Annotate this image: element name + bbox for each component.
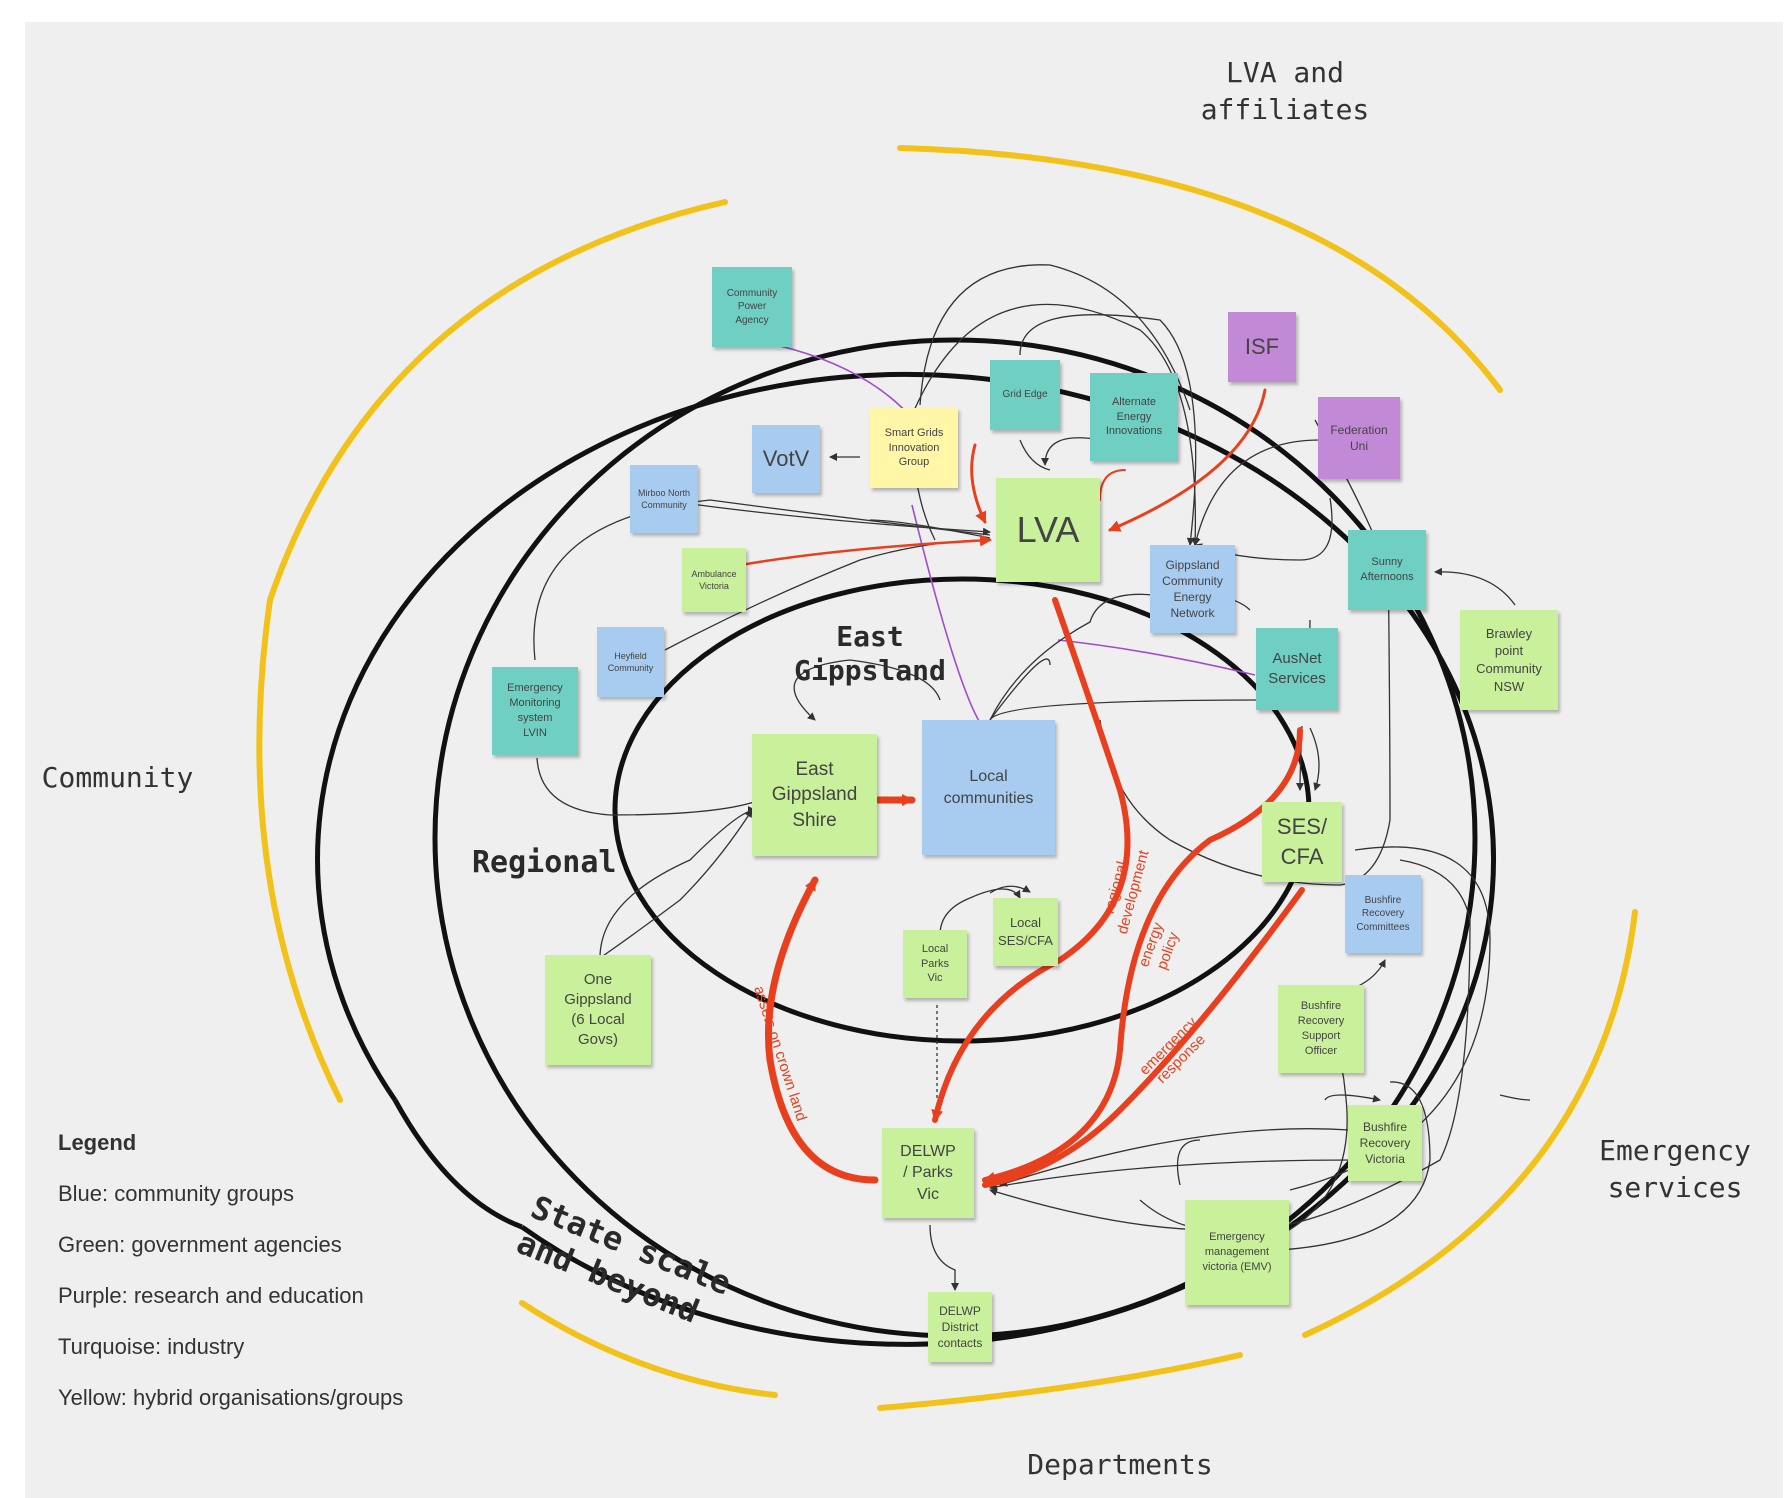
legend-title: Legend: [58, 1130, 137, 1155]
label-departments: Departments: [1027, 1448, 1213, 1481]
note-bushfire-committees: Bushfire Recovery Committees: [1345, 875, 1421, 953]
note-community-power-agency: Community Power Agency: [712, 267, 792, 347]
note-alternate-energy: Alternate Energy Innovations: [1090, 373, 1178, 461]
note-ausnet: AusNet Services: [1256, 628, 1338, 710]
note-local-communities: Local communities: [922, 720, 1055, 855]
note-mirboo-north: Mirboo North Community: [630, 465, 698, 533]
red-flows: [688, 388, 1305, 1188]
note-isf: ISF: [1228, 312, 1296, 382]
note-local-parks-vic: Local Parks Vic: [903, 930, 967, 998]
legend-item-yellow: Yellow: hybrid organisations/groups: [58, 1385, 404, 1410]
note-east-gippsland-shire: East Gippsland Shire: [752, 734, 877, 856]
legend-item-turquoise: Turquoise: industry: [58, 1334, 245, 1359]
ring-label-east-gippsland: East Gippsland: [794, 620, 946, 687]
label-community: Community: [41, 761, 194, 794]
diagram-board: [25, 22, 1783, 1498]
legend-item-purple: Purple: research and education: [58, 1283, 364, 1308]
note-brawley-point: Brawley point Community NSW: [1460, 610, 1558, 710]
label-emergency-services: Emergency services: [1599, 1134, 1751, 1204]
legend-item-blue: Blue: community groups: [58, 1181, 294, 1206]
note-grid-edge: Grid Edge: [990, 360, 1060, 430]
ring-outer-end: [392, 1098, 523, 1230]
note-federation-uni: Federation Uni: [1318, 397, 1400, 479]
note-emergency-monitoring: Emergency Monitoring system LVIN: [492, 667, 578, 755]
note-delwp-district: DELWP District contacts: [928, 1292, 992, 1362]
note-ambulance-victoria: Ambulance Victoria: [682, 548, 746, 612]
note-votv: VotV: [752, 425, 820, 493]
note-gippsland-cen: Gippsland Community Energy Network: [1150, 545, 1235, 633]
note-heyfield: Heyfield Community: [597, 627, 664, 697]
note-lva: LVA: [996, 478, 1100, 582]
note-one-gippsland: One Gippsland (6 Local Govs): [545, 955, 651, 1065]
yellow-arcs: [256, 145, 1638, 1411]
note-bushfire-recovery-victoria: Bushfire Recovery Victoria: [1348, 1105, 1422, 1181]
label-lva-affiliates: LVA and affiliates: [1200, 56, 1370, 126]
note-ses-cfa: SES/ CFA: [1262, 802, 1342, 882]
note-emv: Emergency management victoria (EMV): [1185, 1200, 1289, 1305]
note-smart-grids: Smart Grids Innovation Group: [870, 408, 958, 488]
ring-label-regional: Regional: [472, 845, 617, 880]
legend-item-green: Green: government agencies: [58, 1232, 342, 1257]
note-bushfire-support-officer: Bushfire Recovery Support Officer: [1278, 985, 1364, 1073]
note-local-ses-cfa: Local SES/CFA: [993, 898, 1058, 966]
legend: Legend Blue: community groups Green: gov…: [58, 1130, 403, 1436]
note-delwp-parks-vic: DELWP / Parks Vic: [882, 1128, 974, 1218]
note-sunny-afternoons: Sunny Afternoons: [1348, 530, 1426, 610]
